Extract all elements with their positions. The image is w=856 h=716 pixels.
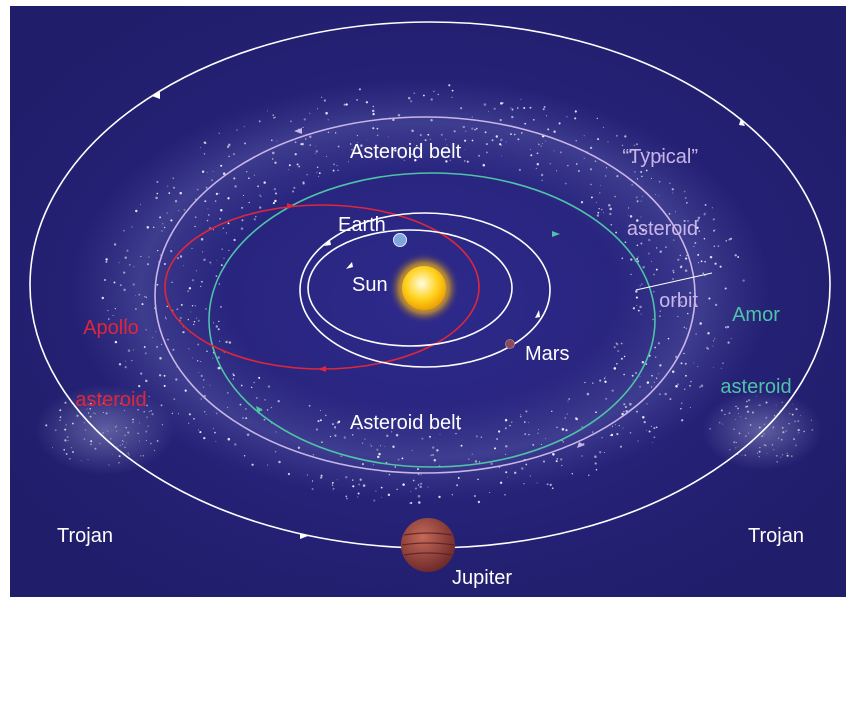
amor-label-leader bbox=[635, 272, 713, 291]
earth bbox=[393, 233, 407, 247]
sun bbox=[402, 266, 446, 310]
typical-orbit-arrow-bottom bbox=[577, 442, 585, 448]
jupiter bbox=[401, 518, 455, 572]
mars-orbit bbox=[299, 212, 551, 368]
amor-asteroid-orbit bbox=[208, 172, 656, 468]
amor-orbit-arrow-bottom bbox=[256, 406, 262, 414]
apollo-orbit-arrow-bottom bbox=[318, 366, 326, 372]
jupiter-orbit-arrow-right bbox=[739, 118, 745, 126]
mars bbox=[505, 339, 515, 349]
typical-orbit-arrow-top bbox=[294, 128, 302, 134]
mars-orbit-arrow bbox=[535, 310, 540, 318]
solar-system-diagram bbox=[10, 6, 846, 597]
trojan-eastern-label-line-3: (eastern) bbox=[735, 669, 817, 691]
earth-orbit-arrow-inner bbox=[346, 262, 353, 269]
jupiter-bands bbox=[401, 532, 455, 556]
earth-orbit-arrow-left bbox=[324, 240, 331, 246]
trojan-western-label-line-3: (western) bbox=[43, 669, 127, 691]
trojan-dots bbox=[45, 395, 814, 466]
asteroid-belt-dots bbox=[101, 84, 745, 505]
trojan-eastern-cloud bbox=[702, 390, 822, 470]
typical-asteroid-orbit bbox=[154, 116, 696, 474]
jupiter-orbit-arrow-top bbox=[152, 92, 160, 99]
apollo-orbit-arrow-top bbox=[287, 203, 295, 209]
trojan-western-cloud bbox=[35, 385, 175, 475]
amor-orbit-arrow-top bbox=[552, 231, 560, 237]
jupiter-orbit-arrow-bottom bbox=[300, 533, 308, 539]
earth-orbit bbox=[307, 229, 513, 347]
